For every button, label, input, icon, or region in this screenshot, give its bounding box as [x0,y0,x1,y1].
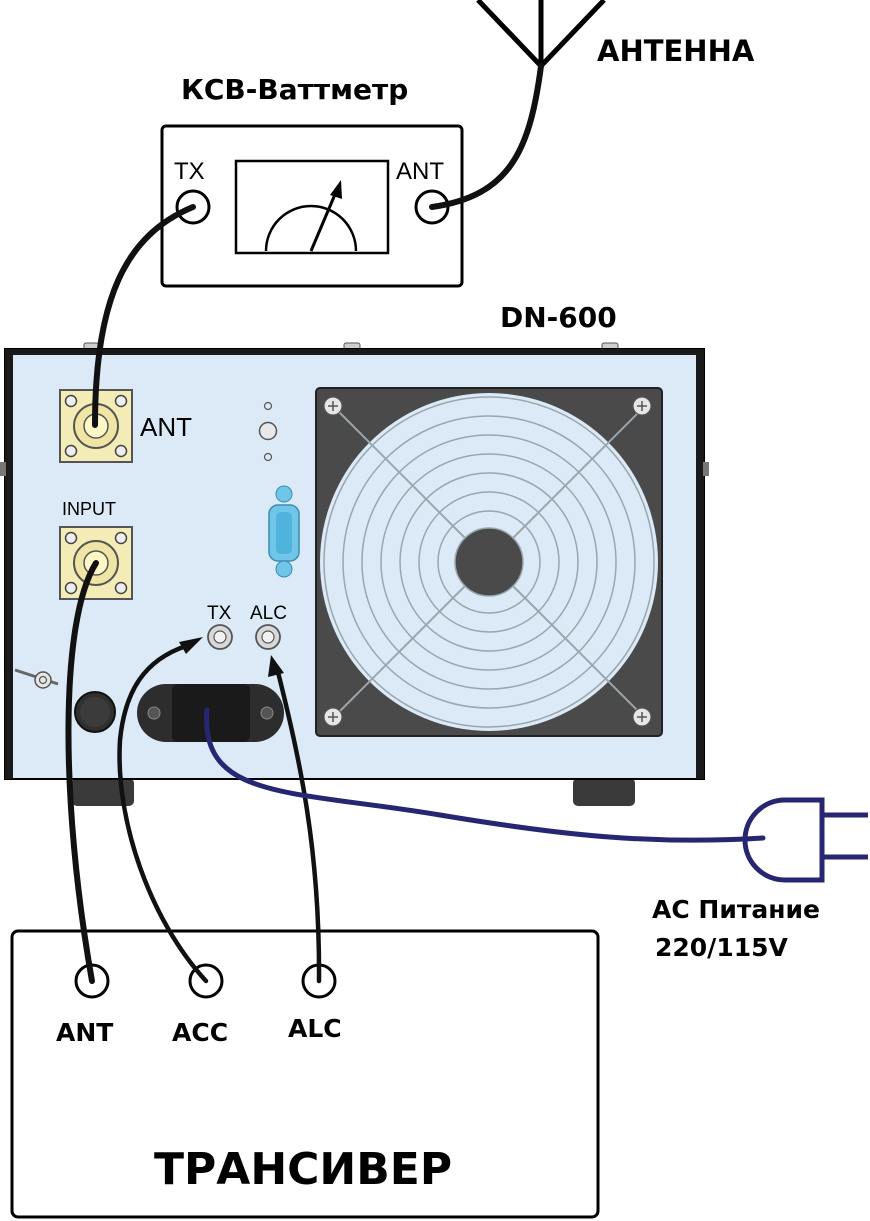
indicator-led-bottom [263,452,273,462]
power-label-line2: 220/115V [655,933,789,962]
ac-power-inlet[interactable] [137,684,284,742]
arrow-to-amp-alc-icon [268,655,284,677]
amp-ant-label: ANT [140,412,192,442]
ac-plug-icon [742,797,868,883]
meter-scale-arc [264,204,358,252]
swr-meter: КСВ-Ваттметр TX ANT [160,73,464,288]
foot-right [573,778,635,806]
cable-ac-power [204,707,766,843]
transceiver-title: ТРАНСИВЕР [154,1144,452,1195]
cable-trx-acc-to-amp-tx [117,643,209,984]
swr-meter-title: КСВ-Ваттметр [181,73,408,106]
amplifier-model-label: DN-600 [500,301,617,334]
swr-port-ant-label: ANT [396,158,444,185]
amp-alc-jack[interactable] [255,624,281,650]
cable-swr-to-amp-ant [92,204,196,428]
trx-alc-label: ALC [288,1014,342,1043]
transceiver: ANT ACC ALC ТРАНСИВЕР [10,929,600,1219]
ground-stud-icon [14,668,59,689]
cable-trx-alc-to-amp-alc [274,665,322,984]
power-label-line1: AC Питание [652,895,820,924]
trx-acc-label: ACC [172,1018,228,1047]
amp-tx-label: TX [207,603,232,624]
foot-left [72,778,134,806]
panel-switch[interactable] [258,421,278,441]
trx-ant-label: ANT [56,1018,113,1047]
cable-amp-input-to-trx-ant [65,560,99,984]
cable-antenna-to-swr [429,63,544,210]
antenna-icon [476,0,606,68]
amp-tx-jack[interactable] [207,624,233,650]
amplifier-unit: ANT INPUT TX ALC [0,342,709,806]
swr-port-tx-label: TX [174,158,205,185]
data-port[interactable] [268,485,300,578]
antenna-label: АНТЕННА [597,34,755,68]
amp-ant-connector[interactable] [59,389,133,463]
cable-arrowheads [179,637,284,677]
cooling-fan [315,387,663,737]
indicator-led-top [263,401,273,411]
meter-needle-icon [309,180,342,252]
transceiver-box [10,929,600,1219]
arrow-to-amp-tx-icon [179,637,203,654]
amp-input-label: INPUT [62,499,116,519]
amp-alc-label: ALC [250,603,287,624]
